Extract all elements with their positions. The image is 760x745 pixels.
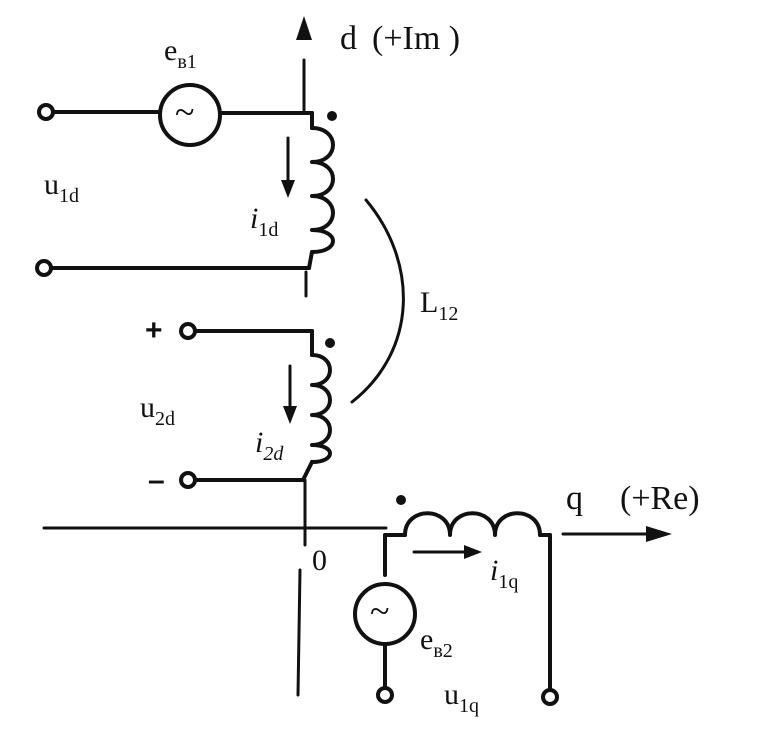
d-axis-arrowhead xyxy=(296,16,312,40)
wire-1d-bottom-drop xyxy=(307,250,314,270)
label-i1q: i1q xyxy=(490,554,518,593)
arrow-i1d-head xyxy=(281,180,295,198)
arrow-i2d-head xyxy=(283,406,297,424)
label-e2: eв2 xyxy=(420,623,453,662)
label-u1q: u1q xyxy=(444,678,479,717)
q-axis-arrowhead xyxy=(646,526,672,542)
label-u1q-main: u xyxy=(444,678,459,711)
label-L12: L12 xyxy=(420,286,458,325)
mutual-inductance-arc xyxy=(350,198,405,404)
label-i1d: i1d xyxy=(250,202,278,241)
label-e1-main: e xyxy=(164,34,178,67)
terminal-1q-right xyxy=(541,688,559,706)
label-u1d-main: u xyxy=(44,168,59,201)
label-i1q-main: i xyxy=(490,554,499,587)
source-e1 xyxy=(158,83,222,147)
polarity-dot-2d xyxy=(325,338,335,348)
inductor-1q xyxy=(403,511,542,537)
label-u2d: u2d xyxy=(140,391,175,430)
terminal-1q-left xyxy=(376,686,394,704)
label-L12-sub: 12 xyxy=(438,303,459,325)
arrow-i1q-head xyxy=(464,545,482,559)
label-u2d-sub: 2d xyxy=(155,408,175,430)
label-e1: eв1 xyxy=(164,34,197,73)
label-i1d-main: i xyxy=(250,202,259,235)
d-axis-label: d xyxy=(340,20,357,57)
q-axis-paren: (+Re) xyxy=(620,480,700,517)
terminal-2d-plus xyxy=(179,322,197,340)
wire-2d-bottom-drop xyxy=(301,460,314,482)
label-u1d-sub: 1d xyxy=(59,185,79,207)
inductor-1d xyxy=(310,126,335,254)
terminal-2d-minus xyxy=(179,471,197,489)
q-axis-label: q xyxy=(566,480,583,517)
label-e1-sub: в1 xyxy=(177,51,197,73)
source-e1-tilde: ~ xyxy=(175,92,195,132)
polarity-dot-1d xyxy=(327,111,337,121)
label-i1d-sub: 1d xyxy=(258,219,279,241)
label-e2-sub: в2 xyxy=(433,640,453,662)
label-i2d-sub: 2d xyxy=(263,443,284,465)
terminal-1d-top xyxy=(37,103,55,121)
d-axis-paren: (+Im ) xyxy=(372,20,461,57)
label-u2d-main: u xyxy=(140,391,155,424)
minus-sign: – xyxy=(148,464,165,497)
label-u1q-sub: 1q xyxy=(459,695,479,717)
label-i2d-main: i xyxy=(255,426,264,459)
plus-sign: + xyxy=(145,314,163,347)
label-i2d: i2d xyxy=(255,426,283,465)
d-axis-dash-3 xyxy=(296,568,302,697)
terminal-1d-bottom xyxy=(35,259,53,277)
polarity-dot-1q xyxy=(396,495,406,505)
label-i1q-sub: 1q xyxy=(498,571,519,593)
label-L12-main: L xyxy=(420,286,439,319)
source-e2-tilde: ~ xyxy=(370,591,390,631)
label-u1d: u1d xyxy=(44,168,79,207)
label-e2-main: e xyxy=(420,623,434,656)
origin-label: 0 xyxy=(312,544,327,577)
inductor-2d xyxy=(310,353,332,464)
